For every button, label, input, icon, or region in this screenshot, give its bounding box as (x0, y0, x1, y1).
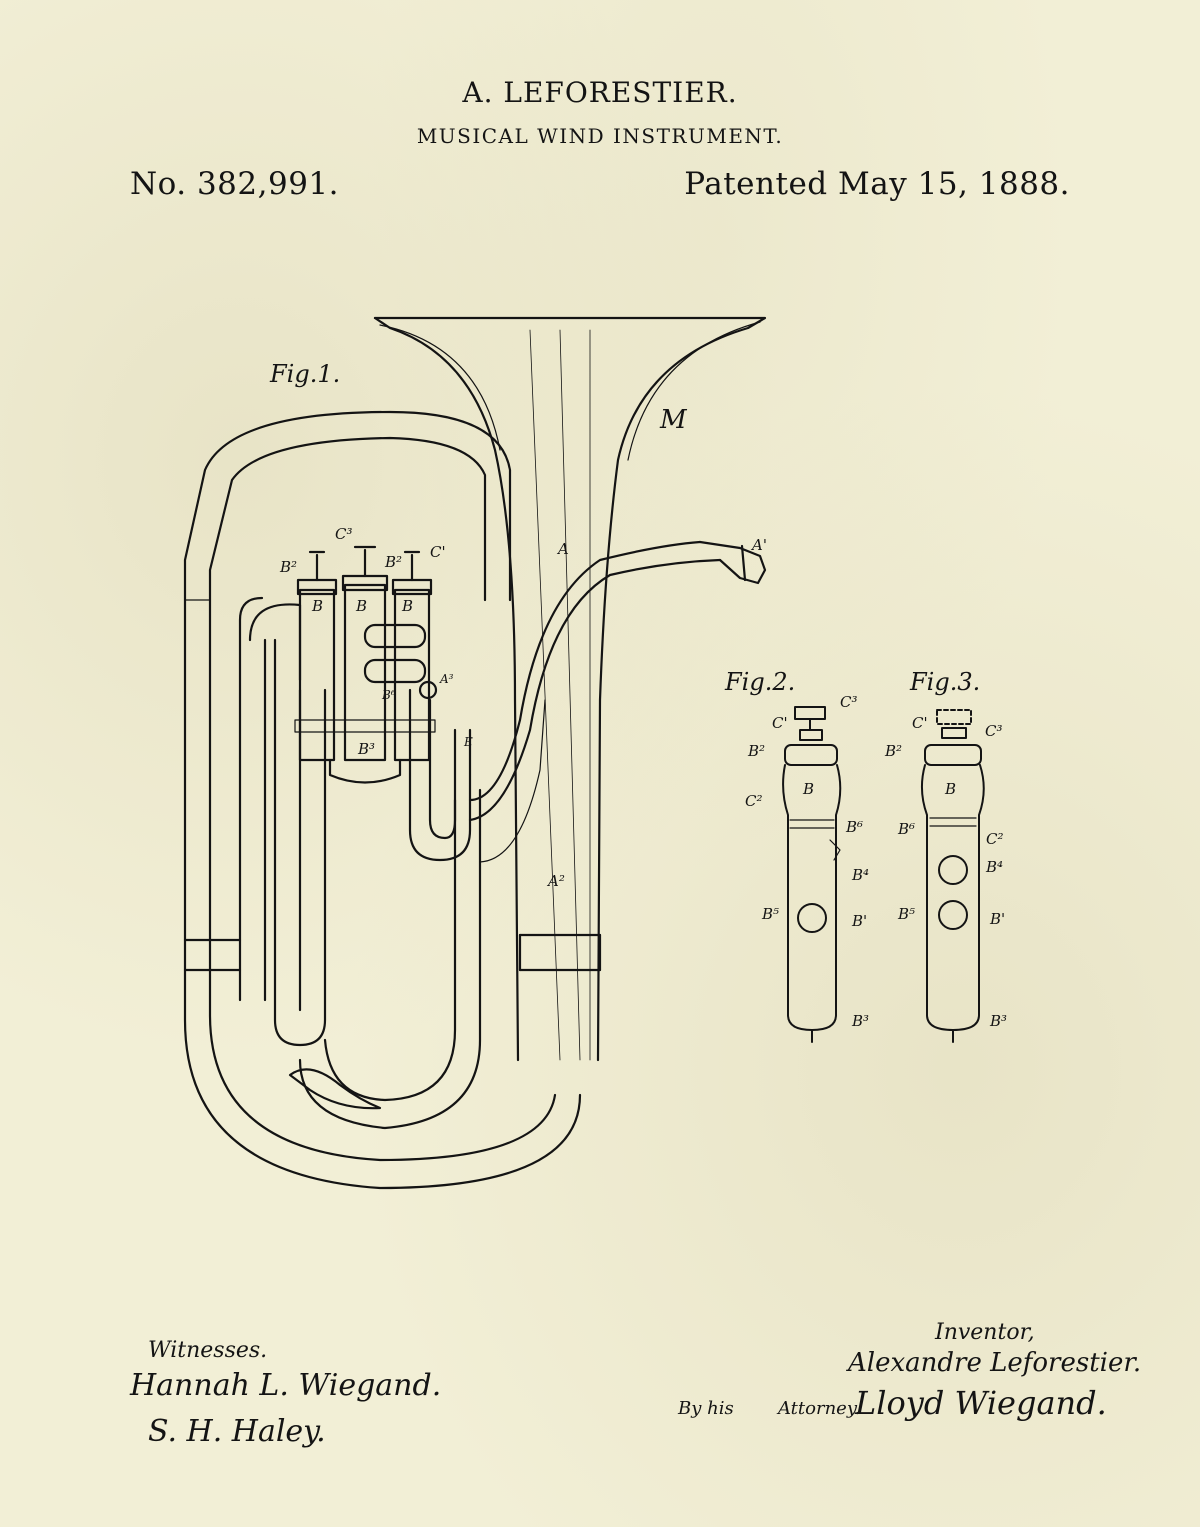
ref-B3-fig3: B³ (990, 1012, 1008, 1030)
ref-C3-fig1: C³ (335, 525, 353, 543)
ref-B2-fig1b: B² (385, 553, 403, 571)
by-his-label: By his (678, 1398, 734, 1419)
fig1-label: Fig.1. (270, 360, 341, 388)
ref-C2-fig3: C² (986, 830, 1004, 848)
outer-loop (183, 410, 582, 1190)
fig3-valve (921, 709, 985, 1043)
ref-B2-fig3: B² (885, 742, 903, 760)
ref-B3-fig2: B³ (852, 1012, 870, 1030)
ref-A3-fig1: A³ (440, 672, 454, 686)
inventor-label: Inventor, (935, 1320, 1035, 1345)
ref-B3-fig1: B³ (358, 740, 376, 758)
mouthpiece (698, 540, 767, 585)
ref-C2-fig2: C² (745, 792, 763, 810)
water-key (288, 1068, 382, 1110)
ref-B4-fig3: B⁴ (986, 858, 1004, 876)
ref-C1-fig3: C' (912, 714, 928, 732)
ref-B-fig3: B (945, 780, 957, 798)
ref-A2-fig1: A² (548, 872, 565, 890)
patent-title: MUSICAL WIND INSTRUMENT. (416, 124, 784, 148)
fig3-label: Fig.3. (910, 668, 981, 696)
ref-B6-fig2: B⁶ (846, 818, 864, 836)
witnesses-label: Witnesses. (148, 1338, 268, 1363)
inventor-signature: Alexandre Leforestier. (848, 1348, 1142, 1378)
ref-A1: A' (752, 536, 767, 554)
ref-B6-fig3: B⁶ (898, 820, 916, 838)
bell-inner (373, 316, 520, 1062)
patent-number: No. 382,991. (130, 166, 339, 202)
ref-C3-fig3: C³ (985, 722, 1003, 740)
valve-2 (343, 583, 387, 762)
ref-C3-fig2: C³ (840, 693, 858, 711)
fig1-instrument (183, 316, 767, 1190)
ref-B6-fig1: B⁶ (382, 688, 396, 702)
ref-B5-fig2: B⁵ (762, 905, 780, 923)
patent-date: Patented May 15, 1888. (684, 166, 1070, 202)
ref-B-fig1a: B (312, 597, 324, 615)
ref-B-fig1b: B (356, 597, 368, 615)
ref-E-fig1: E (464, 735, 473, 749)
ref-B-fig2: B (803, 780, 815, 798)
ref-B1-fig3: B' (990, 910, 1006, 928)
ref-C1-fig1: C' (430, 543, 446, 561)
ref-M: M (660, 405, 687, 435)
valve-1 (298, 588, 336, 762)
attorney-label: Attorney. (778, 1398, 861, 1419)
attorney-signature: Lloyd Wiegand. (855, 1384, 1107, 1422)
ref-B-fig1c: B (402, 597, 414, 615)
ref-B4-fig2: B⁴ (852, 866, 870, 884)
inventor-name: A. LEFORESTIER. (462, 76, 738, 109)
ref-C1-fig2: C' (772, 714, 788, 732)
ref-B2-fig2: B² (748, 742, 766, 760)
witness-signature-1: Hannah L. Wiegand. (130, 1368, 442, 1403)
inner-loop (238, 596, 264, 1002)
ref-A: A (558, 540, 569, 558)
fig2-valve (782, 706, 842, 1043)
ref-B2-fig1a: B² (280, 558, 298, 576)
witness-signature-2: S. H. Haley. (148, 1414, 326, 1449)
valve-3 (393, 588, 431, 762)
ref-B5-fig3: B⁵ (898, 905, 916, 923)
fig2-label: Fig.2. (725, 668, 796, 696)
ref-B1-fig2: B' (852, 912, 868, 930)
